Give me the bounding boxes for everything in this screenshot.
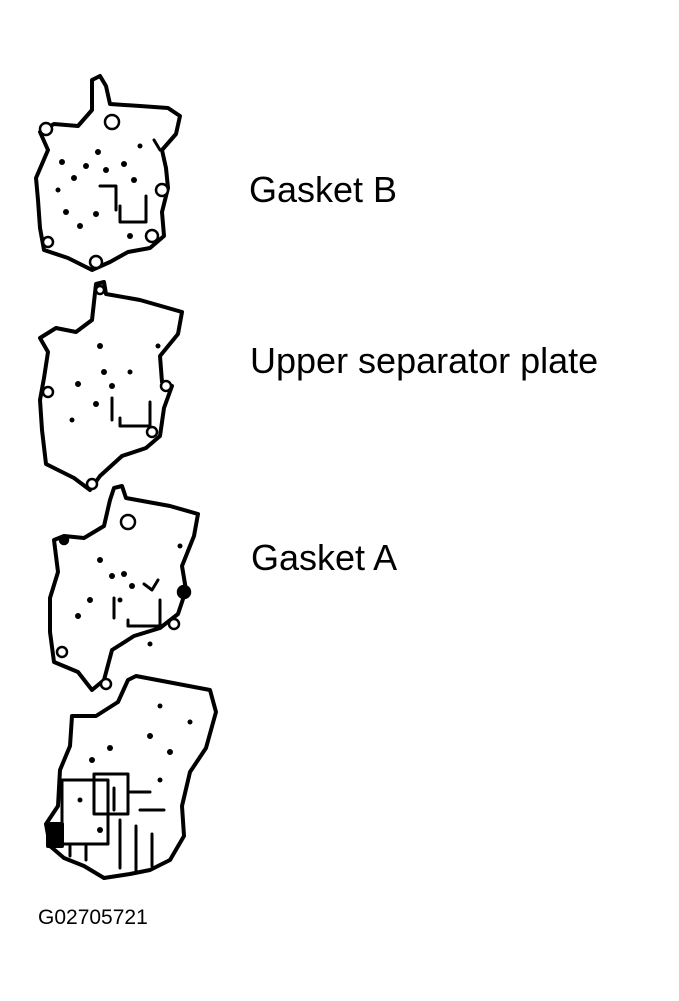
upper-separator-plate-illustration [38, 280, 184, 492]
gasket-b-illustration [34, 74, 182, 272]
figure-code: G02705721 [38, 906, 148, 929]
label-gasket-b: Gasket B [249, 169, 397, 210]
label-gasket-a: Gasket A [251, 537, 397, 578]
gasket-a-illustration [48, 484, 200, 692]
valve-body-illustration [44, 674, 218, 880]
label-upper-separator-plate: Upper separator plate [250, 340, 598, 381]
